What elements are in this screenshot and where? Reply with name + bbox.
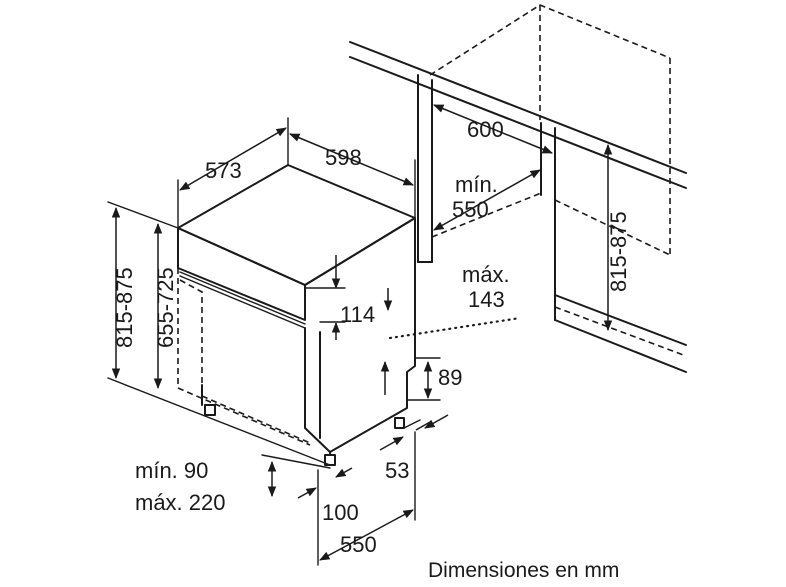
label-600: 600 — [467, 117, 504, 142]
label-100: 100 — [322, 500, 359, 525]
dimension-lines — [107, 104, 613, 566]
label-min-550-text: mín. — [455, 172, 498, 197]
label-550-niche: 550 — [452, 197, 489, 222]
label-plinth-min: mín. 90 — [135, 458, 208, 483]
label-655-725: 655-725 — [153, 267, 178, 348]
label-89: 89 — [438, 365, 462, 390]
dishwasher-drawing — [177, 164, 416, 466]
label-815-875-left: 815-875 — [112, 267, 137, 348]
label-598: 598 — [325, 145, 362, 170]
label-max-text: máx. — [462, 262, 510, 287]
caption: Dimensiones en mm — [428, 559, 619, 582]
label-143: 143 — [468, 287, 505, 312]
label-plinth-max: máx. 220 — [135, 490, 226, 515]
label-573: 573 — [205, 158, 242, 183]
label-53: 53 — [385, 458, 409, 483]
label-550-bottom: 550 — [340, 532, 377, 557]
niche-drawing — [349, 4, 687, 373]
label-815-875-right: 815-875 — [606, 211, 631, 292]
label-114: 114 — [340, 302, 375, 327]
